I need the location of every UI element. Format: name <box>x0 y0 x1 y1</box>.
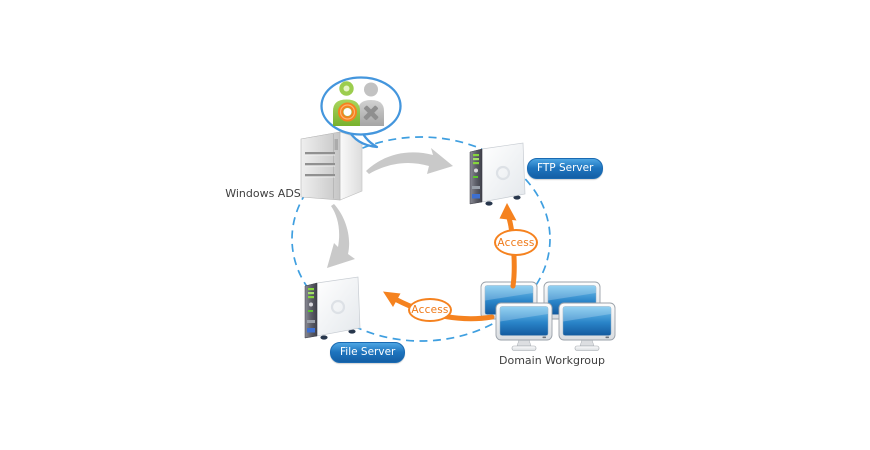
domain-workgroup-computers <box>480 281 616 351</box>
domain-workgroup-label: Domain Workgroup <box>499 354 605 367</box>
dashed-ring <box>291 136 551 342</box>
user-access-rights-bubble-icon <box>320 76 402 149</box>
workstation-monitor <box>495 302 553 351</box>
ftp-server-badge: FTP Server <box>527 158 604 179</box>
ftp-server-device <box>468 141 527 207</box>
arrow-ads-to-ftp <box>366 148 453 174</box>
drive-bay-slots <box>305 152 335 178</box>
windows-ads-server <box>300 131 363 201</box>
user-allowed-icon <box>333 81 360 126</box>
file-server-badge: File Server <box>330 342 406 363</box>
user-denied-icon <box>358 82 384 126</box>
access-label-file: Access <box>408 298 452 322</box>
workstation-monitor <box>558 302 616 351</box>
access-label-ftp: Access <box>494 229 538 256</box>
windows-ads-label: Windows ADS <box>225 187 301 200</box>
arrow-ads-to-file <box>327 204 355 268</box>
file-server-device <box>303 275 362 341</box>
